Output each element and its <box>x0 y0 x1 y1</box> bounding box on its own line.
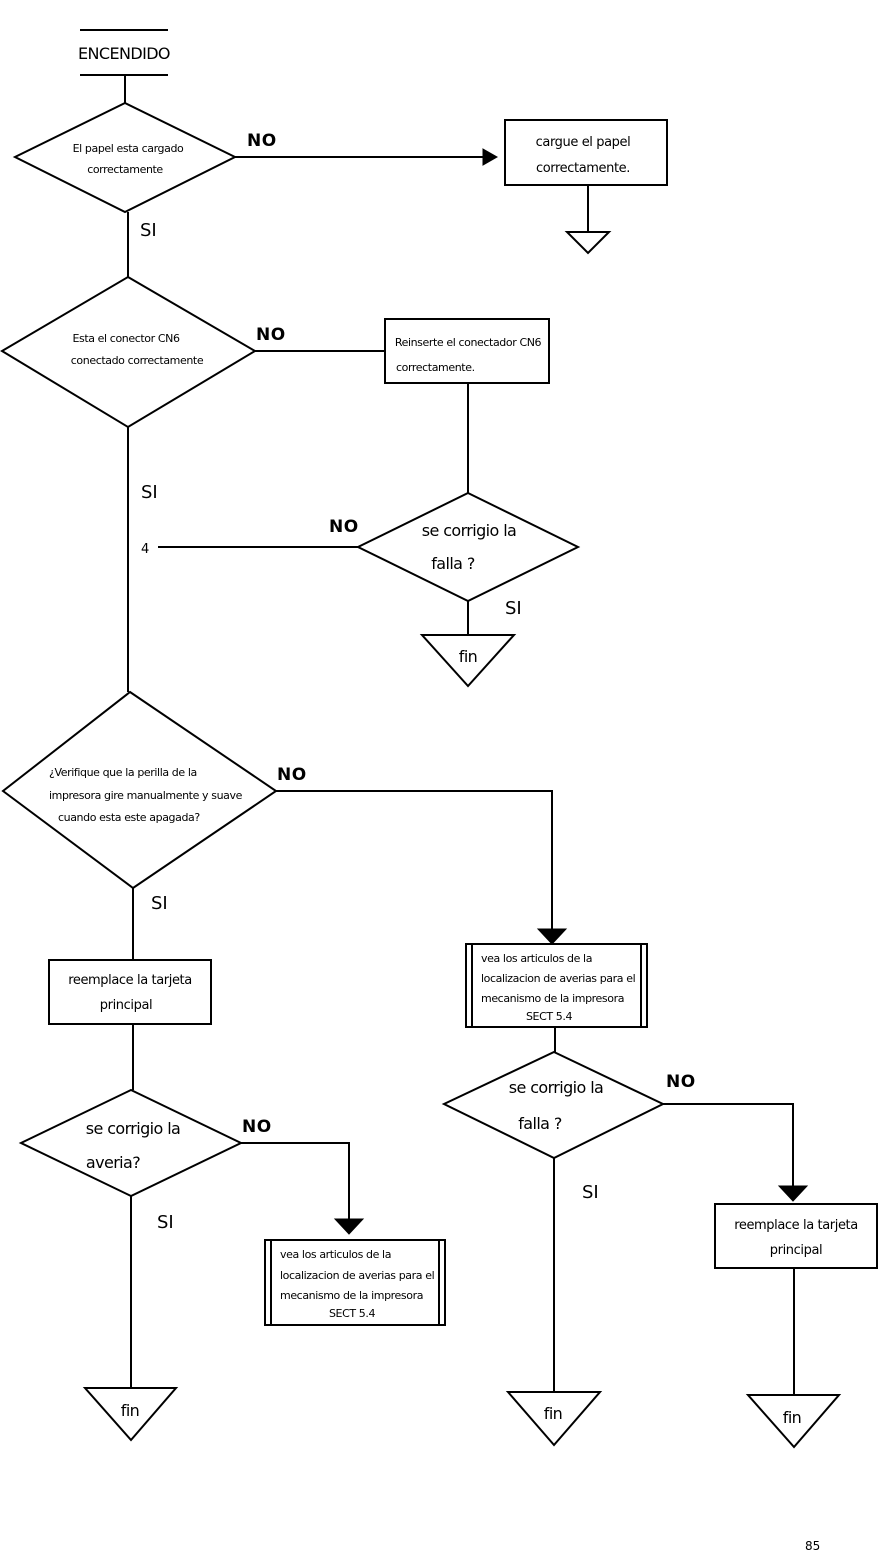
yes-label: SI <box>582 1182 599 1203</box>
no-label: NO <box>666 1072 696 1092</box>
end-label-1: fin <box>459 647 477 666</box>
yes-label: SI <box>141 482 158 503</box>
process-articles-left-line-3: mecanismo de la impresora <box>280 1289 423 1302</box>
process-replace-right-line-1: reemplace la tarjeta <box>734 1218 858 1233</box>
process-see-articles-right: vea los articulos de la localizacion de … <box>465 943 648 1028</box>
arrowheads <box>333 148 809 1235</box>
no-label: NO <box>242 1117 272 1137</box>
process-load-paper-line-1: cargue el papel <box>536 135 631 150</box>
page-number: 85 <box>805 1539 820 1553</box>
start-node: ENCENDIDO <box>78 29 171 76</box>
off-page-connector <box>564 231 612 255</box>
process-see-articles-left: vea los articulos de la localizacion de … <box>264 1239 446 1326</box>
decision-paper-loaded: El papel esta cargado correctamente <box>12 101 238 214</box>
connector-reference: 4 <box>141 542 149 557</box>
process-articles-right-line-3: mecanismo de la impresora <box>481 992 624 1005</box>
decision-corrected-3: se corrigio la falla ? <box>441 1050 666 1160</box>
decision-cn6-line-2: conectado correctamente <box>71 354 204 367</box>
arrowhead-down <box>777 1185 809 1202</box>
branch-labels: NO SI NO SI NO 4 SI NO SI NO SI NO SI <box>140 131 696 1233</box>
decision-paper-line-1: El papel esta cargado <box>73 142 184 155</box>
arrowhead-down <box>333 1218 365 1235</box>
arrowhead-right <box>482 148 499 166</box>
process-articles-right-line-2: localizacion de averias para el <box>481 972 636 985</box>
no-label: NO <box>277 765 307 785</box>
decision-knob-rotates: ¿Verifique que la perilla de la impresor… <box>1 690 278 890</box>
decision-cn6-connected: Esta el conector CN6 conectado correctam… <box>0 275 257 429</box>
decision-corrected-1-line-1: se corrigio la <box>422 521 517 540</box>
decision-knob-line-1: ¿Verifique que la perilla de la <box>49 766 197 779</box>
decision-corrected-1: se corrigio la falla ? <box>355 491 581 603</box>
end-node-4: fin <box>745 1394 842 1449</box>
decision-paper-line-2: correctamente <box>87 163 163 176</box>
process-reinsert-cn6: Reinserte el conectador CN6 correctament… <box>384 318 550 384</box>
decision-knob-line-2: impresora gire manualmente y suave <box>49 789 243 802</box>
yes-label: SI <box>157 1212 174 1233</box>
decision-corrected-2-line-2: averia? <box>86 1153 140 1172</box>
end-label-4: fin <box>783 1408 801 1427</box>
decision-corrected-3-line-1: se corrigio la <box>509 1078 604 1097</box>
process-articles-right-line-1: vea los articulos de la <box>481 952 592 965</box>
decision-corrected-3-line-2: falla ? <box>518 1114 562 1133</box>
process-articles-right-line-4: SECT 5.4 <box>526 1010 573 1023</box>
decision-corrected-1-line-2: falla ? <box>431 554 475 573</box>
end-node-2: fin <box>82 1387 179 1442</box>
end-node-3: fin <box>505 1391 603 1447</box>
decision-cn6-line-1: Esta el conector CN6 <box>72 332 179 345</box>
process-load-paper: cargue el papel correctamente. <box>504 119 668 186</box>
process-replace-board-left: reemplace la tarjeta principal <box>48 959 212 1025</box>
process-replace-board-right: reemplace la tarjeta principal <box>714 1203 878 1269</box>
no-label: NO <box>247 131 277 151</box>
start-label: ENCENDIDO <box>78 44 170 63</box>
decision-corrected-2-line-1: se corrigio la <box>86 1119 181 1138</box>
end-node-1: fin <box>419 634 517 688</box>
decision-corrected-2: se corrigio la averia? <box>18 1088 244 1198</box>
no-label: NO <box>329 517 359 537</box>
end-label-3: fin <box>544 1404 562 1423</box>
process-replace-right-line-2: principal <box>770 1243 822 1258</box>
decision-knob-line-3: cuando esta este apagada? <box>58 811 200 824</box>
end-label-2: fin <box>121 1401 139 1420</box>
process-load-paper-line-2: correctamente. <box>536 161 630 176</box>
process-articles-left-line-1: vea los articulos de la <box>280 1248 391 1261</box>
process-replace-left-line-2: principal <box>100 998 152 1013</box>
arrowhead-down <box>536 928 568 945</box>
process-articles-left-line-2: localizacion de averias para el <box>280 1269 435 1282</box>
no-label: NO <box>256 325 286 345</box>
connector-lines <box>124 75 795 1395</box>
process-replace-left-line-1: reemplace la tarjeta <box>68 973 192 988</box>
process-reinsert-line-2: correctamente. <box>396 361 475 374</box>
yes-label: SI <box>140 220 157 241</box>
process-reinsert-line-1: Reinserte el conectador CN6 <box>395 336 542 349</box>
yes-label: SI <box>151 893 168 914</box>
yes-label: SI <box>505 598 522 619</box>
process-articles-left-line-4: SECT 5.4 <box>329 1307 376 1320</box>
